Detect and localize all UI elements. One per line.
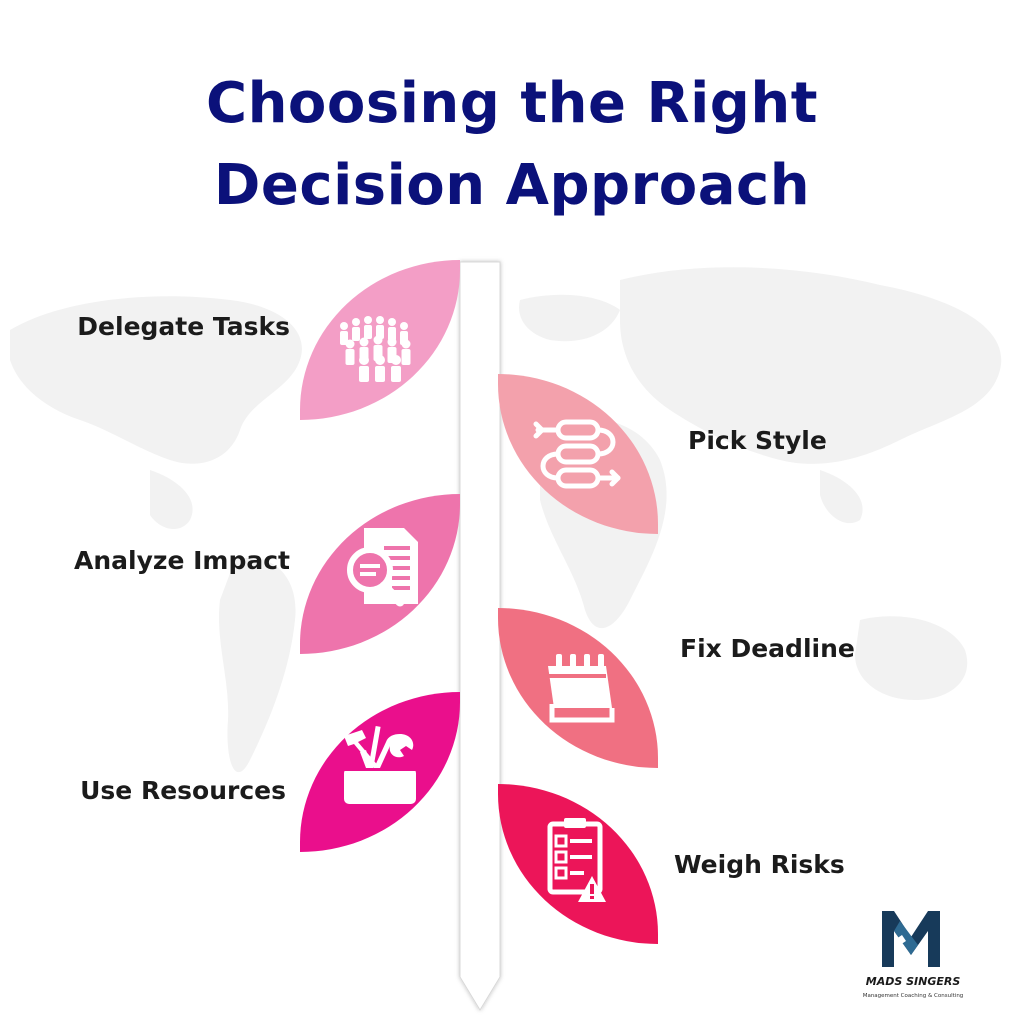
logo-company-name: MADS SINGERS [865,975,961,988]
step-leaf-delegate-tasks [300,260,460,420]
step-leaf-analyze-impact [300,494,460,654]
step-label-use-resources: Use Resources [80,776,286,805]
page-title-line-2: Decision Approach [213,153,811,218]
step-label-fix-deadline: Fix Deadline [680,634,855,663]
step-leaf-pick-style [498,374,658,534]
step-label-weigh-risks: Weigh Risks [674,850,845,879]
flow-arrows-icon [533,419,621,489]
m-letter-logo-icon [882,911,940,967]
step-label-analyze-impact: Analyze Impact [74,546,290,575]
step-leaf-weigh-risks [498,784,658,944]
step-label-pick-style: Pick Style [688,426,827,455]
central-stem-arrow [459,261,501,1011]
toolbox-icon [344,725,416,804]
document-magnifier-icon [347,528,418,607]
step-label-delegate-tasks: Delegate Tasks [77,312,290,341]
logo-tagline: Management Coaching & Consulting [862,993,964,999]
people-group-icon [340,316,411,382]
step-leaf-use-resources [300,692,460,852]
brand-logo: MADS SINGERS Management Coaching & Consu… [858,905,1008,1015]
checklist-warning-icon [547,818,606,902]
page-title-line-1: Choosing the Right [205,71,819,136]
step-leaf-fix-deadline [498,608,658,768]
calendar-icon [548,654,615,723]
